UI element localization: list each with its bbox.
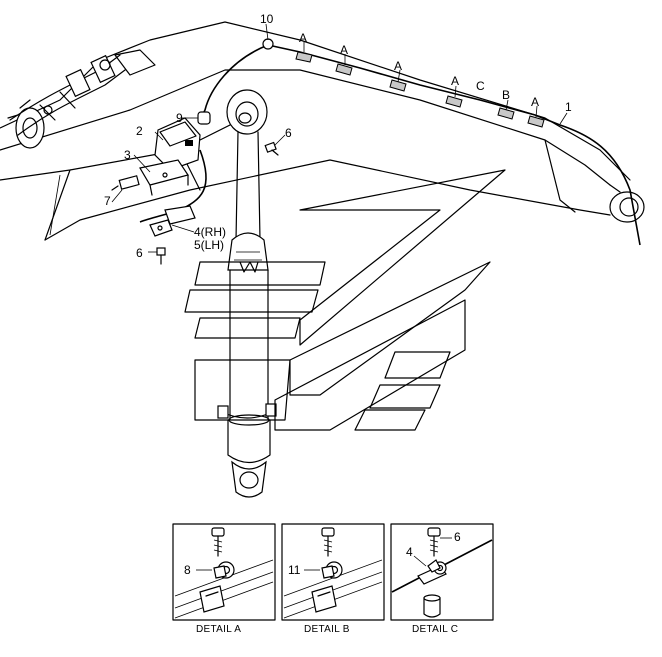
callout-9: 9: [176, 111, 183, 125]
callout-a-1: A: [299, 31, 307, 45]
callout-labels: 10 A A A A C B A 1 9 2 6 3 7 4(RH) 5(LH)…: [104, 12, 572, 260]
detail-c-frame: [390, 523, 494, 621]
callout-a-2: A: [340, 43, 348, 57]
leader-lines: [111, 23, 568, 253]
callout-a-5: A: [531, 95, 539, 109]
detail-b: 11 DETAIL B: [281, 523, 385, 635]
boom: [0, 21, 645, 241]
stripe-decal-left: [184, 261, 326, 339]
callout-2: 2: [136, 124, 143, 138]
detail-a-caption: DETAIL A: [196, 624, 241, 635]
lamp-bolt-7: [111, 175, 140, 191]
callout-b: B: [502, 88, 510, 102]
detail-b-callout-11: 11: [288, 563, 301, 577]
lamp-wiring: [139, 44, 641, 246]
callout-10: 10: [260, 12, 274, 26]
detail-c-callout-4: 4: [406, 545, 413, 559]
callout-4-rh: 4(RH): [194, 225, 226, 239]
clip-4-5: [149, 205, 196, 237]
callout-7: 7: [104, 194, 111, 208]
callout-6-lower: 6: [136, 246, 143, 260]
callout-1: 1: [565, 100, 572, 114]
callout-a-3: A: [394, 59, 402, 73]
callout-3: 3: [124, 148, 131, 162]
detail-c: 4 6 DETAIL C: [390, 523, 494, 635]
callout-6-upper: 6: [285, 126, 292, 140]
detail-a: 8 DETAIL A: [172, 523, 276, 635]
bolt-6-lower: [156, 247, 166, 265]
detail-b-frame: [281, 523, 385, 621]
stripe-decal-right: [354, 351, 451, 431]
callout-c: C: [476, 79, 485, 93]
stripe-decal-arrows: [194, 169, 506, 431]
foot-pipes: [7, 49, 156, 136]
detail-c-callout-6: 6: [454, 530, 461, 544]
detail-b-caption: DETAIL B: [304, 624, 350, 635]
detail-c-caption: DETAIL C: [412, 624, 458, 635]
bolt-6-upper: [264, 141, 279, 156]
callout-5-lh: 5(LH): [194, 238, 224, 252]
harness-clips: [295, 51, 545, 128]
boom-cylinder: [217, 89, 277, 498]
detail-a-callout-8: 8: [184, 563, 191, 577]
callout-a-4: A: [451, 74, 459, 88]
clamp-9: [197, 111, 211, 125]
lamp-bracket: [139, 159, 189, 196]
clamp-10: [262, 38, 274, 50]
detail-a-frame: [172, 523, 276, 621]
